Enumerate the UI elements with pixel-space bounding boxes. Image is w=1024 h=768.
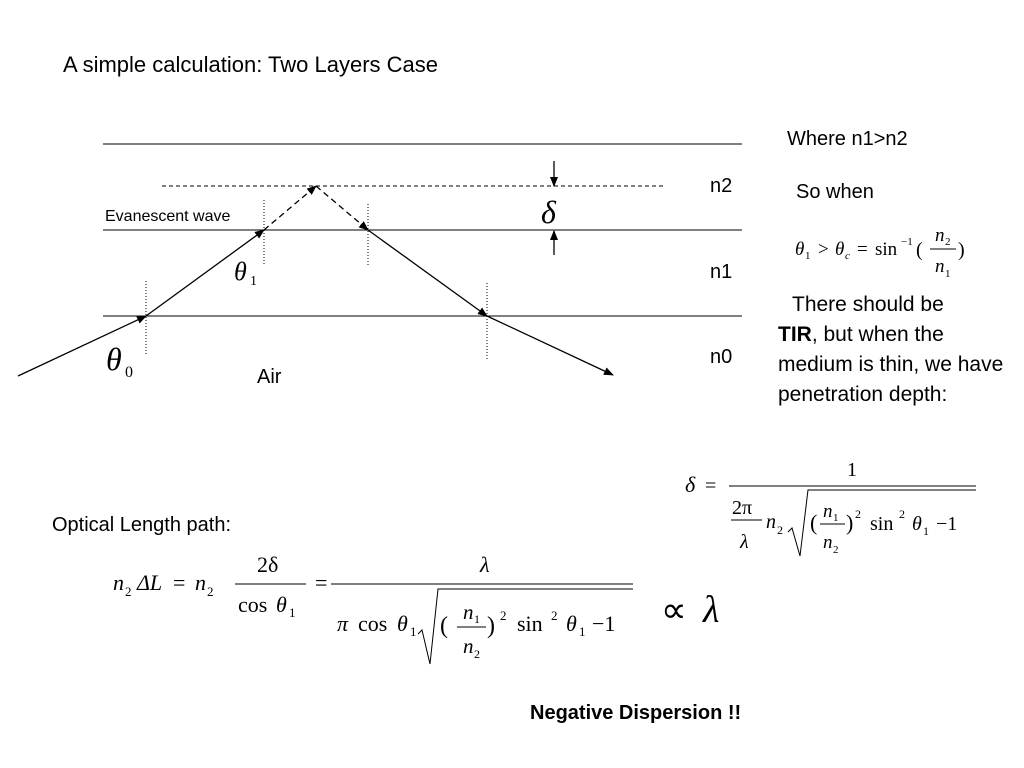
svg-text:1: 1: [923, 524, 929, 538]
svg-text:2: 2: [833, 544, 839, 556]
where-condition: Where n1>n2: [787, 128, 908, 150]
svg-text:cos: cos: [238, 592, 267, 617]
so-when-text: So when: [796, 181, 874, 203]
svg-text:ΔL: ΔL: [136, 570, 162, 595]
svg-text:2: 2: [899, 507, 905, 521]
svg-text:θ: θ: [566, 611, 577, 636]
svg-text:2: 2: [500, 608, 507, 623]
penetration-depth-equation: δ = 1 2π λ n 2 ( n 1 n 2 ) 2 sin 2 θ 1 −…: [685, 459, 976, 557]
svg-text:1: 1: [833, 512, 839, 524]
svg-text:): ): [846, 510, 853, 535]
svg-text:1: 1: [945, 268, 951, 280]
svg-text:−1: −1: [936, 513, 957, 535]
svg-text:n: n: [195, 570, 206, 595]
optical-length-label: Optical Length path:: [52, 514, 232, 536]
svg-text:n: n: [935, 256, 945, 277]
svg-text:sin: sin: [517, 611, 543, 636]
svg-text:1: 1: [474, 612, 480, 626]
label-n1: n1: [710, 261, 732, 283]
ray-in-n1: [145, 229, 265, 317]
svg-text:−1: −1: [901, 236, 913, 248]
svg-text:cos: cos: [358, 611, 387, 636]
svg-text:1: 1: [579, 624, 586, 639]
label-evanescent-wave: Evanescent wave: [105, 208, 231, 225]
svg-text:λ: λ: [479, 552, 490, 577]
svg-text:): ): [487, 613, 495, 639]
svg-text:1: 1: [410, 624, 417, 639]
svg-text:sin: sin: [870, 513, 893, 535]
svg-text:δ: δ: [685, 472, 696, 497]
tir-rest: TIR, but when the medium is thin, we hav…: [778, 320, 1018, 410]
svg-text:(: (: [440, 613, 448, 639]
svg-text:(: (: [810, 510, 817, 535]
svg-text:=: =: [705, 475, 716, 497]
svg-text:(: (: [916, 239, 923, 261]
svg-text:θ: θ: [276, 592, 287, 617]
ray-evanescent-down: [315, 185, 369, 231]
delta-symbol: δ: [541, 194, 557, 230]
tir-rest-text: , but when the medium is thin, we have p…: [778, 323, 1004, 406]
svg-text:n: n: [113, 570, 124, 595]
svg-text:θ: θ: [795, 239, 804, 260]
svg-text:2: 2: [777, 523, 783, 537]
svg-text:λ: λ: [739, 531, 749, 553]
svg-text:n: n: [463, 634, 474, 658]
label-n2: n2: [710, 175, 732, 197]
svg-text:1: 1: [289, 605, 296, 620]
svg-text:2: 2: [551, 608, 558, 623]
svg-text:n: n: [766, 511, 776, 533]
svg-text:1: 1: [805, 250, 811, 262]
svg-text:sin: sin: [875, 239, 898, 260]
ray-evanescent-up: [263, 185, 317, 231]
ray-return-n1: [367, 229, 488, 317]
svg-text:2: 2: [125, 584, 132, 599]
negative-dispersion-conclusion: Negative Dispersion !!: [530, 702, 742, 724]
svg-text:n: n: [823, 532, 833, 553]
svg-text:2δ: 2δ: [257, 552, 278, 577]
label-n0: n0: [710, 346, 732, 368]
angle-theta1: θ: [234, 257, 247, 286]
angle-theta0: θ: [106, 341, 122, 377]
svg-text:n: n: [463, 600, 474, 624]
slide-title: A simple calculation: Two Layers Case: [63, 52, 438, 77]
svg-text:n: n: [823, 501, 833, 522]
label-air: Air: [257, 366, 282, 388]
svg-text:=: =: [315, 570, 327, 595]
svg-text:2: 2: [474, 647, 480, 661]
svg-text:1: 1: [847, 459, 857, 481]
svg-text:−1: −1: [592, 611, 615, 636]
tir-line1: There should be: [792, 293, 944, 316]
svg-text:c: c: [845, 250, 850, 262]
proportional-symbol: ∝: [661, 590, 687, 630]
svg-text:θ: θ: [835, 239, 844, 260]
angle-theta0-subscript: 0: [125, 364, 133, 381]
svg-text:2: 2: [945, 236, 951, 248]
svg-text:π: π: [337, 611, 349, 636]
ray-incident: [17, 315, 147, 377]
svg-text:θ: θ: [912, 513, 922, 535]
proportional-lambda: λ: [702, 589, 719, 631]
svg-text:2π: 2π: [732, 497, 752, 519]
svg-text:=: =: [173, 570, 185, 595]
critical-angle-equation: θ 1 > θ c = sin −1 ( n 2 n 1 ): [795, 225, 965, 280]
svg-text:2: 2: [207, 584, 214, 599]
angle-theta1-subscript: 1: [250, 274, 257, 289]
svg-text:): ): [958, 239, 965, 261]
tir-bold: TIR: [778, 323, 812, 346]
svg-text:>: >: [818, 239, 829, 260]
tir-explanation: There should be TIR, but when the medium…: [778, 290, 1018, 410]
ray-exit: [486, 315, 614, 376]
svg-text:θ: θ: [397, 611, 408, 636]
svg-text:n: n: [935, 225, 945, 246]
optical-length-equation: n 2 ΔL = n 2 2δ cos θ 1 = λ π cos θ 1 ( …: [113, 552, 719, 665]
svg-text:2: 2: [855, 507, 861, 521]
svg-text:=: =: [857, 239, 868, 260]
